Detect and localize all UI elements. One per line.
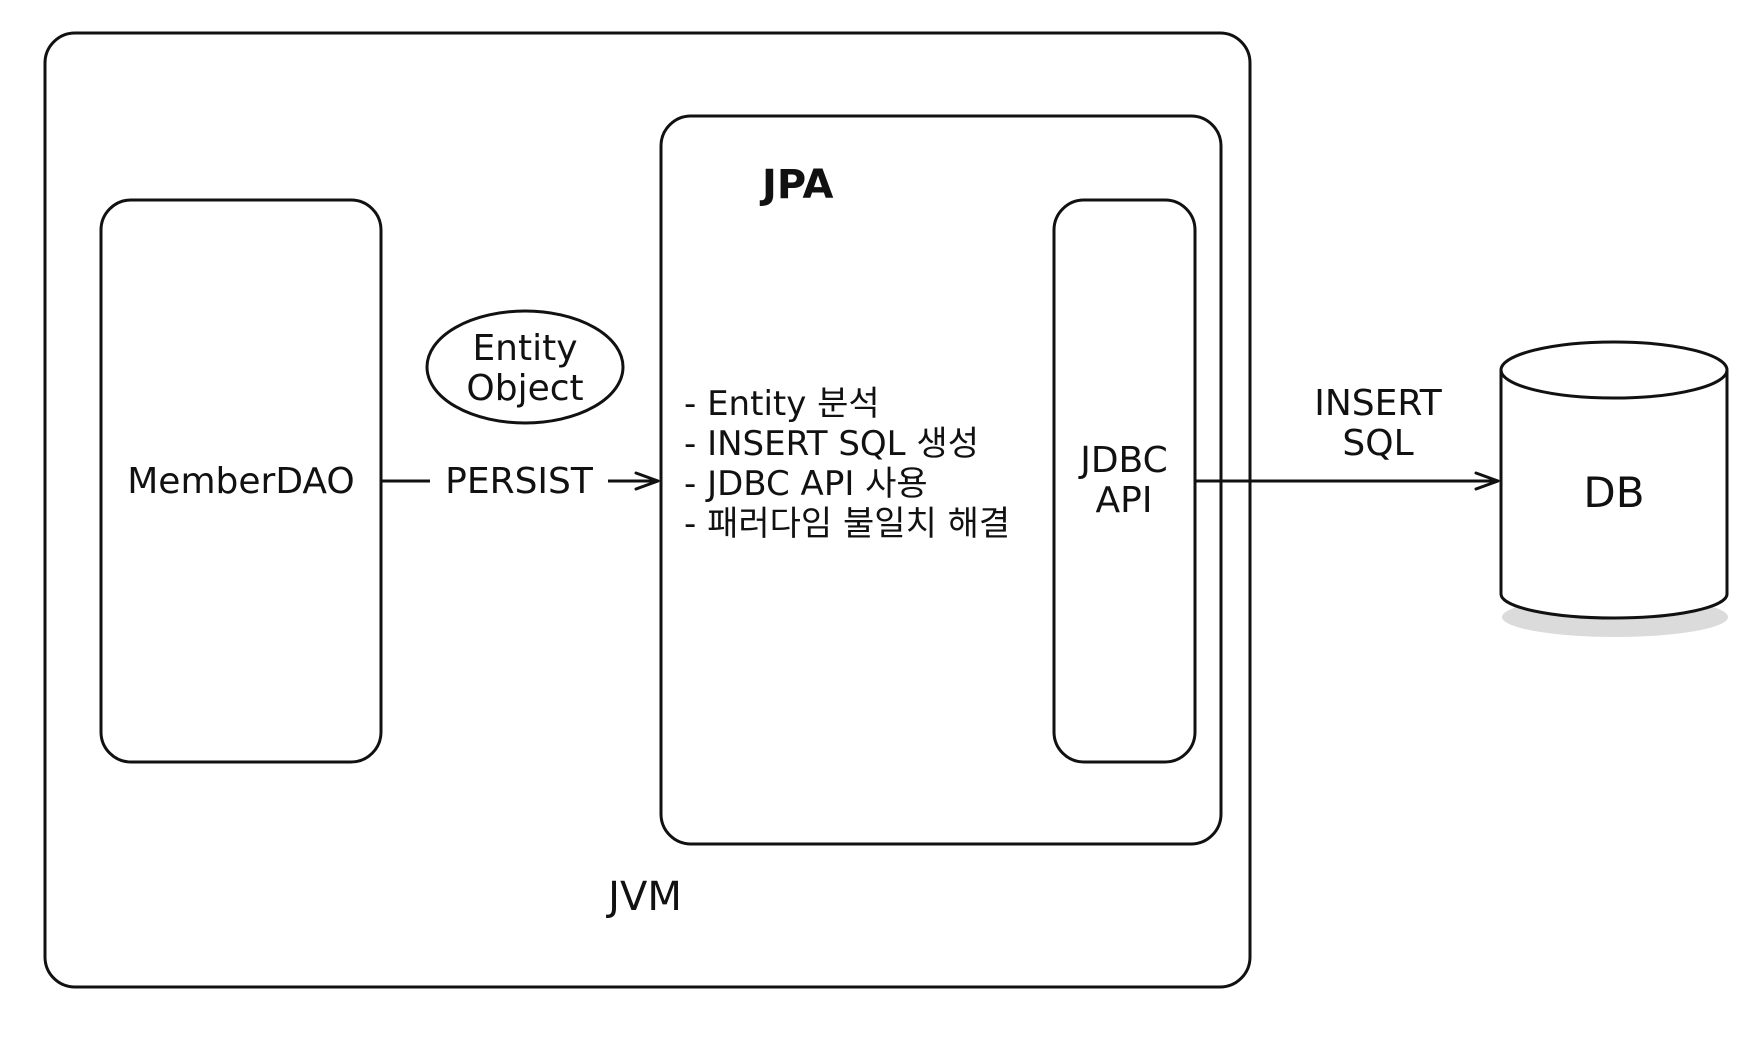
entity-object-line2: Object xyxy=(466,368,583,409)
jpa-feature-item: - 패러다임 불일치 해결 xyxy=(684,504,1010,544)
jpa-feature-list: - Entity 분석 - INSERT SQL 생성 - JDBC API 사… xyxy=(684,384,1010,544)
persist-label: PERSIST xyxy=(445,461,594,502)
insert-sql-line1: INSERT xyxy=(1314,383,1443,424)
member-dao-box: MemberDAO xyxy=(99,198,383,764)
jvm-label: JVM xyxy=(605,874,682,920)
jpa-feature-item: - INSERT SQL 생성 xyxy=(684,424,979,464)
jdbc-api-line1: JDBC xyxy=(1078,440,1168,481)
entity-object: Entity Object xyxy=(425,309,625,425)
jpa-box: JPA - Entity 분석 - INSERT SQL 생성 - JDBC A… xyxy=(659,114,1223,846)
jdbc-api-box: JDBC API xyxy=(1052,198,1197,764)
member-dao-label: MemberDAO xyxy=(127,461,355,502)
jpa-feature-item: - JDBC API 사용 xyxy=(684,464,928,504)
jdbc-api-line2: API xyxy=(1096,480,1153,521)
entity-object-line1: Entity xyxy=(472,328,577,369)
insert-sql-line2: SQL xyxy=(1342,423,1413,464)
database-icon: DB xyxy=(1499,340,1729,637)
jpa-title: JPA xyxy=(759,162,834,208)
insert-sql-connector: INSERT SQL xyxy=(1195,383,1500,491)
db-label: DB xyxy=(1583,468,1644,517)
persist-connector: PERSIST xyxy=(381,461,660,502)
jpa-feature-item: - Entity 분석 xyxy=(684,384,880,424)
jvm-container: JVM xyxy=(43,31,1252,989)
